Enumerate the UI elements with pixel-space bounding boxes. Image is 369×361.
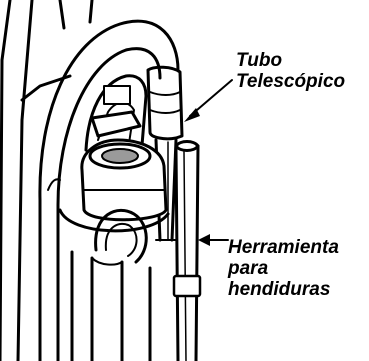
crevice-tool: [174, 142, 200, 361]
crevice-tool-label-line-1: Herramienta: [228, 237, 339, 258]
dust-canister: [60, 140, 168, 231]
lower-hose-loop: [92, 210, 146, 361]
vacuum-base: [72, 240, 176, 361]
telescopic-tube-label-line-1: Tubo: [236, 50, 345, 71]
crevice-tool-label: Herramienta para hendiduras: [228, 237, 339, 300]
telescopic-tube-label-line-2: Telescópico: [236, 71, 345, 92]
tool-arrowhead-icon: [198, 234, 210, 246]
crevice-tool-label-line-3: hendiduras: [228, 279, 339, 300]
telescopic-tube-label: Tubo Telescópico: [236, 50, 345, 92]
crevice-tool-label-line-2: para: [228, 258, 339, 279]
